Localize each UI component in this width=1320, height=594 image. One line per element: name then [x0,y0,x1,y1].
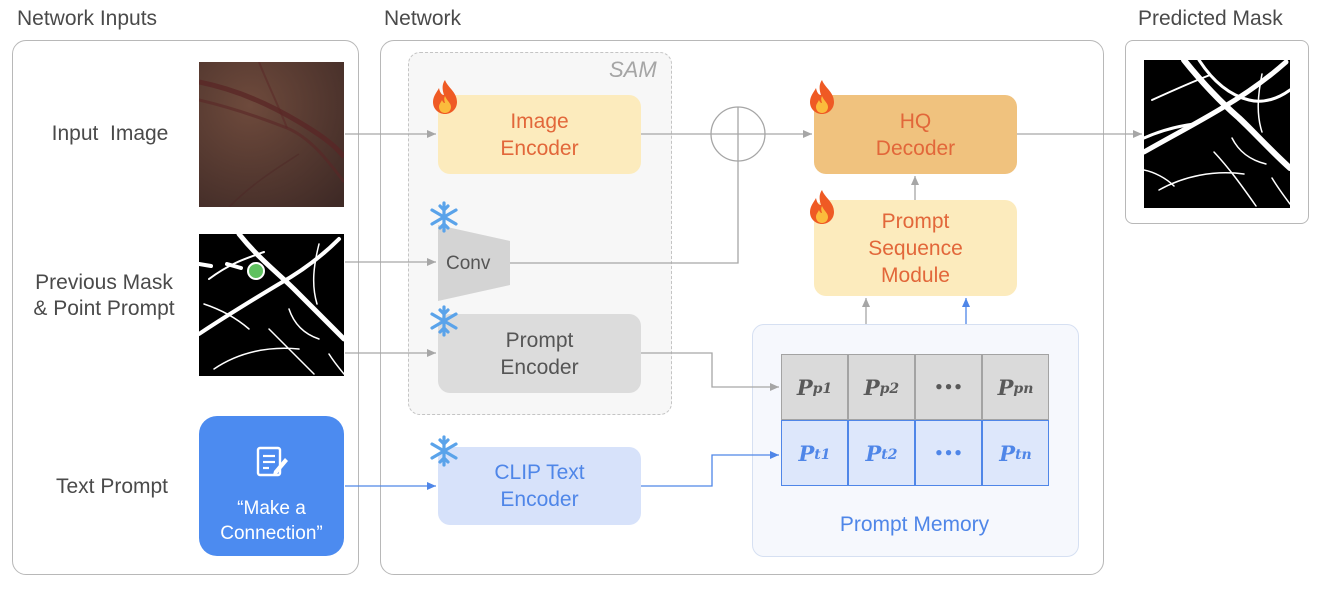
edit-note-icon [256,446,288,477]
fire-icon [810,80,834,114]
arrow-prompt-encoder-to-memory [641,352,779,391]
text-prompt-value: “Make a Connection” [220,498,323,544]
snowflake-icon [430,435,458,467]
clip-text-encoder-block: CLIP Text Encoder [438,447,641,525]
circle-plus-icon [710,106,766,162]
image-encoder-block: Image Encoder [438,95,641,174]
arrow-clip-to-memory [641,451,779,487]
prompt-memory-label: Prompt Memory [839,513,990,536]
previous-mask-image [199,234,344,376]
predicted-mask-title: Predicted Mask [1138,7,1283,30]
memory-cell-ellipsis: ••• [915,420,982,486]
prompt-encoder-block: Prompt Encoder [438,314,641,393]
input-image-label: Input Image [51,122,169,145]
fire-icon [810,190,834,224]
input-image [199,62,344,207]
network-inputs-title: Network Inputs [17,7,158,30]
line-conv-to-fusion [510,161,739,264]
conv-block [438,225,510,301]
hq-decoder-block: HQ Decoder [814,95,1017,174]
fire-icon [433,80,457,114]
conv-label: Conv [446,253,491,274]
text-prompt-box: “Make a Connection” [199,416,344,556]
sam-label: SAM [609,57,657,82]
text-prompt-label: Text Prompt [55,475,169,498]
previous-mask-label: Previous Mask & Point Prompt [33,271,175,320]
snowflake-icon [430,305,458,337]
memory-cell-ellipsis: ••• [915,354,982,420]
predicted-mask-image [1144,60,1290,208]
prompt-sequence-module-block: Prompt Sequence Module [814,200,1017,296]
snowflake-icon [430,201,458,233]
network-title: Network [384,7,462,30]
